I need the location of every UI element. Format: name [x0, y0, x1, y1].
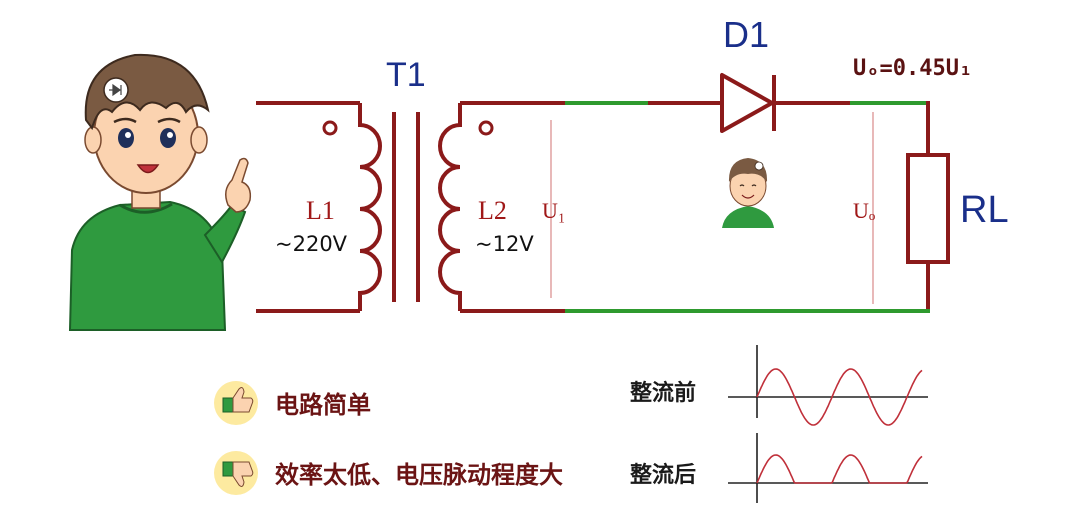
pro-item: 电路简单 — [214, 381, 371, 425]
load-resistor-label: RL — [960, 189, 1009, 231]
secondary-coil-label: L2 — [478, 196, 507, 225]
secondary-polarity-dot — [478, 120, 494, 136]
primary-voltage-label: ~220V — [275, 232, 348, 256]
diode-label: D1 — [723, 14, 769, 55]
output-voltage-label: Uₒ — [853, 198, 875, 223]
waveform-after — [728, 433, 928, 503]
primary-polarity-dot — [322, 120, 338, 136]
output-formula: Uₒ=0.45U₁ — [853, 56, 972, 81]
pro-text: 电路简单 — [275, 391, 371, 419]
secondary-winding — [438, 101, 565, 313]
waveform-before — [728, 345, 928, 426]
cartoon-boy-illustration — [68, 53, 252, 331]
con-item: 效率太低、电压脉动程度大 — [214, 451, 563, 495]
con-text: 效率太低、电压脉动程度大 — [275, 461, 563, 489]
before-rectify-label: 整流前 — [630, 380, 696, 406]
small-boy-avatar — [722, 158, 774, 228]
thumbs-down-icon — [214, 451, 258, 495]
primary-winding — [256, 101, 382, 313]
transformer-label: T1 — [386, 56, 426, 94]
transformer-core — [392, 112, 420, 302]
primary-coil-label: L1 — [306, 196, 335, 225]
sine-wave-before — [756, 368, 923, 426]
after-rectify-label: 整流后 — [630, 462, 696, 488]
input-voltage-label: U₁ — [542, 198, 566, 223]
resistor-rl — [906, 153, 950, 264]
circuit-wires — [565, 101, 930, 313]
diode-d1 — [720, 73, 776, 133]
half-wave-after — [756, 454, 923, 484]
thumbs-up-icon — [214, 381, 258, 425]
secondary-voltage-label: ~12V — [475, 232, 534, 256]
